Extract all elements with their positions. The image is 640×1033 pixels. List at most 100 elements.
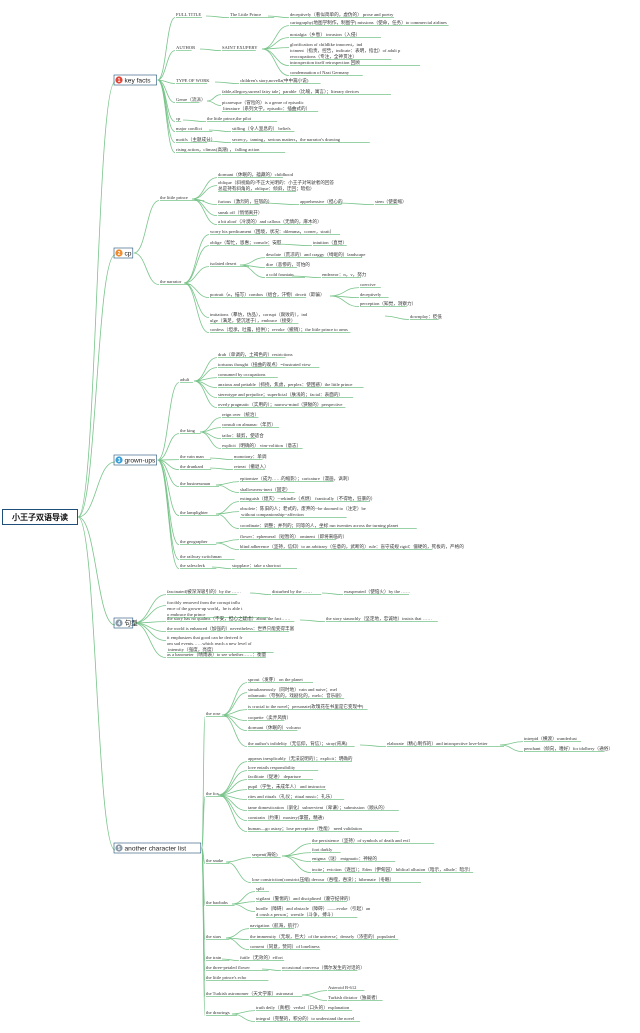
oblique-note[interactable]: oblique（斜视角的/不正大光明的：小王子对驾驶者的回答总是持有斜角的，ob…: [218, 179, 335, 192]
genre-picaresque[interactable]: picaresque（冒险的）is a genre of episodic li…: [222, 99, 310, 112]
shallowness-note[interactable]: shallowness-inert（固定）: [240, 486, 291, 493]
pupil-note[interactable]: pupil（学生，未成年人） and instructor: [248, 783, 326, 790]
conflict-value[interactable]: stifling（令人窒息的） beliefs: [232, 125, 291, 132]
fountain-note[interactable]: a cold fountain: [266, 272, 294, 277]
three-petaled-node[interactable]: the three-petaled flower: [206, 965, 250, 970]
futile-note[interactable]: futile（无效的）effort: [240, 954, 284, 961]
full-title-label[interactable]: FULL TITLE: [176, 12, 201, 17]
foot-note[interactable]: foot darkly: [312, 847, 333, 852]
crucial-note[interactable]: is crucial to the novel；personate(玫瑰花在书里…: [248, 703, 364, 710]
salesclerk-node[interactable]: the salesclerk: [180, 563, 206, 568]
branch-topic[interactable]: another character list: [125, 845, 187, 852]
infidelity-note[interactable]: the author's infidelity（无信仰，背信）；stray(背离…: [248, 740, 348, 747]
branch-topic[interactable]: grown-ups: [125, 457, 156, 464]
penchant-note[interactable]: penchant（倾向，嗜好）for idolbery（通俗）: [524, 745, 613, 752]
sentence-6[interactable]: as a barometer（晴雨表）to see whether……：衡量: [167, 651, 267, 658]
stars-node[interactable]: the stars: [206, 934, 221, 939]
incite-note[interactable]: incite；eviction（逐出）；Eden（伊甸园） biblical a…: [312, 866, 473, 873]
train-node[interactable]: the train: [206, 955, 222, 960]
dictator-note[interactable]: Turkish dictator（独裁者）: [328, 994, 380, 1001]
extinguish-note[interactable]: extinguish（熄灭）--rekindle（点燃） frantically…: [240, 495, 375, 502]
genre-label[interactable]: Genre（流派）: [176, 96, 206, 103]
branch-topic[interactable]: key facts: [125, 77, 152, 84]
elaborate-note[interactable]: elaborate（精心制作的）and introspective love-l…: [387, 740, 488, 747]
cp-label[interactable]: cp: [176, 116, 181, 121]
anxious-note[interactable]: anxious and pettable（抓挠，焦虑，perplex：使困惑）t…: [218, 381, 352, 388]
coordinate-note[interactable]: coordinate：调整；并列的；同等的人，坐标 run twenties a…: [240, 522, 399, 529]
branch-topic[interactable]: 句型: [125, 618, 139, 627]
narrator-node[interactable]: the narrator: [160, 279, 182, 284]
echo-node[interactable]: the little prince's echo: [206, 975, 247, 980]
railway-node[interactable]: the railway switchman: [180, 554, 222, 559]
integral-note[interactable]: integral（完整的，积分的）to understand the novel: [256, 1015, 355, 1022]
businessman-node[interactable]: the businessman: [180, 481, 211, 486]
coquette-note[interactable]: coquette（卖弄风情）: [248, 714, 291, 721]
author-name[interactable]: SAINT EXUPERY: [222, 45, 258, 50]
plot-structure[interactable]: rising action，climax(高潮) ， falling actio…: [176, 146, 260, 153]
oblige-note[interactable]: oblige（帮忙，恩惠；console：安慰: [210, 239, 282, 246]
deceptively-note[interactable]: deceptively（看似简单的，虚伪的） prose and poetry: [290, 11, 394, 18]
epitomize-note[interactable]: epitomize（成为……的缩影）；caricature（漫画，讽刺）: [240, 475, 352, 482]
deceptively-note-2[interactable]: deceptively: [360, 292, 382, 297]
lose-note[interactable]: lose constriction(constrict压缩) devour（吞噬…: [252, 876, 394, 883]
rose-node[interactable]: the rose: [206, 711, 220, 716]
snake-node[interactable]: the snake: [206, 858, 223, 863]
portrait-note[interactable]: portrait（n，描写）combos（组合，汗物）deceit（欺骗）: [210, 291, 325, 298]
monotony-note[interactable]: monotony：单调: [234, 453, 267, 460]
apprehensive-note[interactable]: apprehensive（担心的: [300, 198, 343, 205]
immensity-note[interactable]: the immensity（无垠，巨大）of the universe；dens…: [250, 933, 396, 940]
human-note[interactable]: human—go astray；lose perceptive（性能） need…: [248, 825, 362, 832]
flower-note[interactable]: flower：ephemeral（短暂的） ominent（即将来临的）: [240, 533, 347, 540]
dormant-note[interactable]: dormant（休眠的，蕴藏的）childhood: [218, 171, 294, 178]
endeavor-note[interactable]: endeavor：n，v，努力: [322, 271, 367, 278]
navigation-note[interactable]: navigation（航海，航行）: [250, 922, 302, 929]
condemnation-note[interactable]: condemnation of Nazi Germany: [290, 70, 350, 75]
consult-note[interactable]: consult on almanac（年历）: [222, 421, 276, 428]
consent-note[interactable]: consent（同意，赞同）of loneliness: [250, 943, 320, 950]
baobabs-node[interactable]: the baobabs: [206, 900, 228, 905]
adult-node[interactable]: adult: [180, 377, 190, 382]
stopgap-note[interactable]: stopplace：take a shortcut: [232, 563, 281, 568]
explicit-note[interactable]: explicit（明确的） vim-volition（意志）: [222, 442, 301, 449]
sentence-3b[interactable]: the story staunchly（坚定地，忠诚地）insists that…: [326, 615, 432, 622]
sentence-3[interactable]: the story has no qualms（不安，担心之疑虑）about t…: [167, 615, 291, 622]
obsolete-note[interactable]: obsolete：陈旧的人；老式的，废弃的--be doomed to（注定）b…: [240, 505, 366, 517]
branch-topic[interactable]: cp: [125, 250, 132, 257]
serpent-note[interactable]: serpent(海蛇): [252, 851, 278, 858]
truth-note[interactable]: truth deily（真相）verbal（口头的）explanation: [256, 1004, 350, 1011]
tailor-note[interactable]: tailor：裁剪，使适合: [222, 432, 264, 439]
retreat-note[interactable]: retreat（撤退入）: [234, 463, 269, 470]
author-label[interactable]: AUTHOR: [176, 45, 196, 50]
constrain-note[interactable]: constrain（约束）mastery(掌握，精通): [248, 814, 324, 821]
astronomer-node[interactable]: the Turkish astronomer（天文学家）astronaut: [206, 990, 294, 997]
title-value[interactable]: The Little Prince: [230, 12, 261, 17]
nostalgia-note[interactable]: nostalgia（乡愁） invasion（入侵）: [290, 31, 360, 38]
drunkard-node[interactable]: the drunkard: [180, 464, 204, 469]
sentence-4[interactable]: the world is enhanced（加强的）nevertheless：世…: [167, 625, 295, 632]
tame-note[interactable]: tame domestication（驯化）subservient（卑谦）；su…: [248, 804, 387, 811]
little-prince-node[interactable]: the little prince: [160, 195, 188, 200]
major-conflict-label[interactable]: major conflict: [176, 126, 203, 131]
intrepid-note[interactable]: intrepid（横渡）wanderlust: [524, 735, 578, 742]
cp-value[interactable]: the little prince,the pilot: [207, 116, 252, 122]
appears-note[interactable]: appears inexplicably（无法说明的）；explicit：明确的: [248, 755, 353, 762]
reign-note[interactable]: reign over（统治）: [222, 411, 259, 418]
sneak-off-note[interactable]: sneak off（悄悄离开）: [218, 209, 262, 216]
drab-note[interactable]: drab（单调的，土褐色的）restrictions: [218, 351, 293, 358]
enigma-note[interactable]: enigma（谜） enigmatic：神秘的: [312, 855, 377, 862]
overly-note[interactable]: overly pragmatic（实用的）；narrow-mind（狭隘的）pe…: [218, 401, 342, 408]
motifs-value[interactable]: secrecy，taming，serious matters，the narra…: [232, 137, 341, 143]
cartography-note[interactable]: cartography(地图学制作，制图学) missions（使命，任务）to…: [290, 19, 447, 26]
desolate-note[interactable]: desolate（荒凉的）and craggy（崎岖的）landscape: [266, 251, 365, 258]
blind-adherence-note[interactable]: blind adherence（坚持，信仰）to an arbitrary（任意…: [240, 543, 464, 550]
type-label[interactable]: TYPE OF WORK: [176, 78, 210, 83]
perception-note[interactable]: perception（知觉，洞察力）: [360, 300, 416, 307]
dormant-volcano[interactable]: dormant（休眠的）volcano: [248, 724, 302, 731]
vigilant-note[interactable]: vigilant（警惕的）and disciplined（遵守纪律的）: [256, 895, 353, 902]
confess-note[interactable]: confess（坦承，吐露，招供）；revoke（撤销）；the little …: [210, 326, 348, 333]
consumed-note[interactable]: consumed by occupations: [218, 372, 266, 377]
drawings-node[interactable]: the drawings: [206, 1010, 230, 1015]
